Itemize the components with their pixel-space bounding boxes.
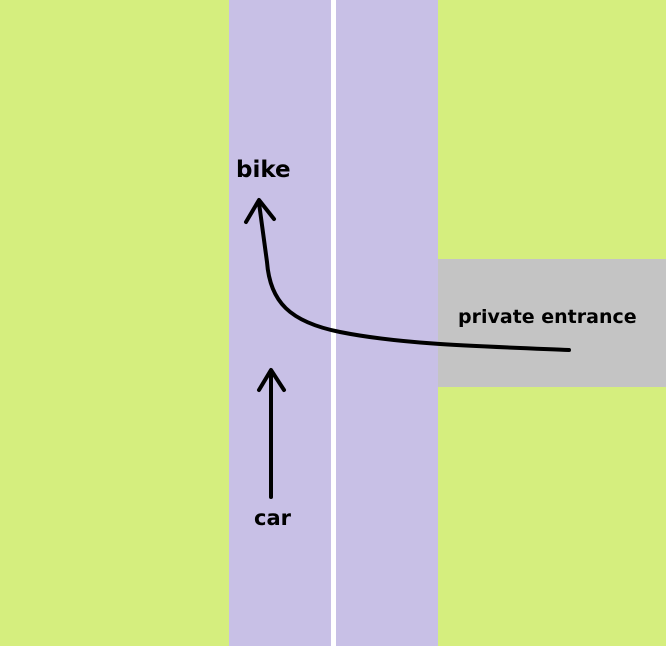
bike-path-arrow-icon: [244, 198, 571, 352]
car-path-arrow-icon: [257, 368, 286, 499]
private-entrance-driveway: [438, 259, 666, 387]
center-line: [331, 0, 336, 646]
bike-label: bike: [236, 157, 291, 183]
car-label: car: [254, 506, 291, 530]
private-entrance-label: private entrance: [458, 306, 637, 328]
